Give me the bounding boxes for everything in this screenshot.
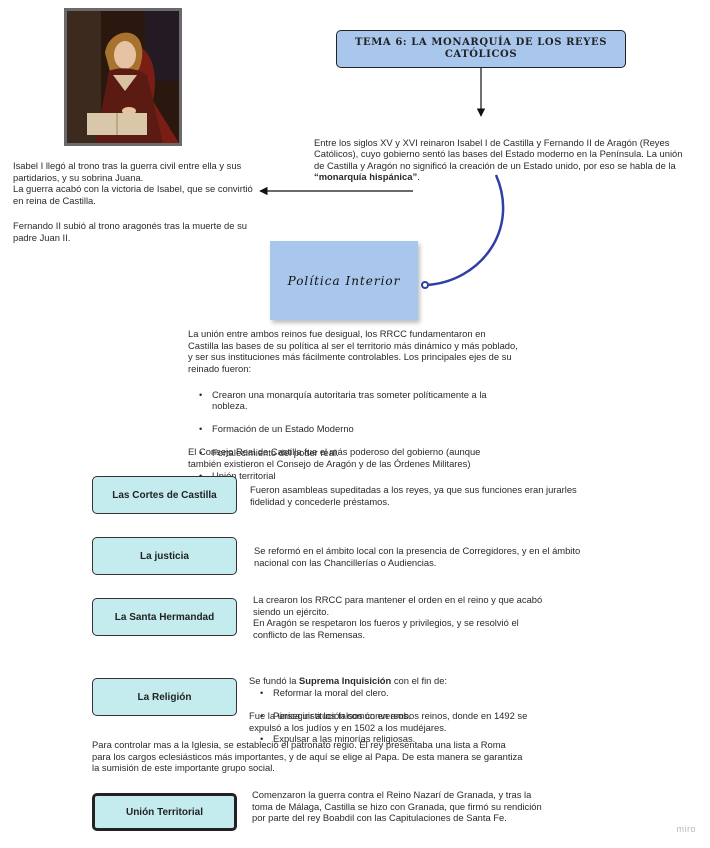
list-item: Formación de un Estado Moderno	[212, 423, 517, 435]
portrait-image	[64, 8, 182, 146]
religion-box[interactable]: La Religión	[92, 678, 237, 716]
cortes-label: Las Cortes de Castilla	[112, 490, 216, 501]
hermandad-label: La Santa Hermandad	[115, 612, 214, 623]
list-item: Crearon una monarquía autoritaria tras s…	[212, 389, 517, 412]
religion-label: La Religión	[138, 692, 192, 703]
intro-part2: .	[417, 171, 420, 182]
union-text: Comenzaron la guerra contra el Reino Naz…	[252, 789, 552, 824]
miro-watermark: miro	[677, 824, 697, 834]
patronato-text: Para controlar mas a la Iglesia, se esta…	[92, 739, 527, 774]
left-note-p2: Fernando II subió al trono aragonés tras…	[13, 220, 258, 243]
justicia-text: Se reformó en el ámbito local con la pre…	[254, 545, 584, 568]
curve-intro-to-sticky	[426, 175, 503, 285]
union-box[interactable]: Unión Territorial	[92, 793, 237, 831]
hermandad-box[interactable]: La Santa Hermandad	[92, 598, 237, 636]
queen-isabel-portrait-icon	[67, 11, 179, 143]
interior-axes-list: Crearon una monarquía autoritaria tras s…	[188, 377, 517, 493]
title-box[interactable]: TEMA 6: LA MONARQUÍA DE LOS REYES CATÓLI…	[336, 30, 626, 68]
page-title: TEMA 6: LA MONARQUÍA DE LOS REYES CATÓLI…	[347, 37, 615, 61]
intro-text: Entre los siglos XV y XVI reinaron Isabe…	[314, 125, 694, 183]
sticky-note-politica-interior[interactable]: Política Interior	[270, 241, 418, 320]
cortes-box[interactable]: Las Cortes de Castilla	[92, 476, 237, 514]
interior-intro: La unión entre ambos reinos fue desigual…	[188, 328, 518, 374]
list-item: Unión territorial	[212, 470, 517, 482]
hermandad-text: La crearon los RRCC para mantener el ord…	[253, 594, 548, 640]
consejo-text: El Consejo Real de Castilla fue el más p…	[188, 446, 508, 469]
sticky-note-label: Política Interior	[288, 274, 401, 288]
justicia-box[interactable]: La justicia	[92, 537, 237, 575]
intro-bold: “monarquía hispánica”	[314, 171, 417, 182]
union-label: Unión Territorial	[126, 807, 203, 818]
religion-outro: Fue la única institución común en ambos …	[249, 710, 559, 733]
left-note-p1: Isabel I llegó al trono tras la guerra c…	[13, 160, 258, 206]
cortes-text: Fueron asambleas supeditadas a los reyes…	[250, 484, 580, 507]
justicia-label: La justicia	[140, 551, 189, 562]
curve-endpoint	[422, 282, 428, 288]
intro-part1: Entre los siglos XV y XVI reinaron Isabe…	[314, 137, 682, 171]
list-item: Reformar la moral del clero.	[273, 687, 533, 699]
